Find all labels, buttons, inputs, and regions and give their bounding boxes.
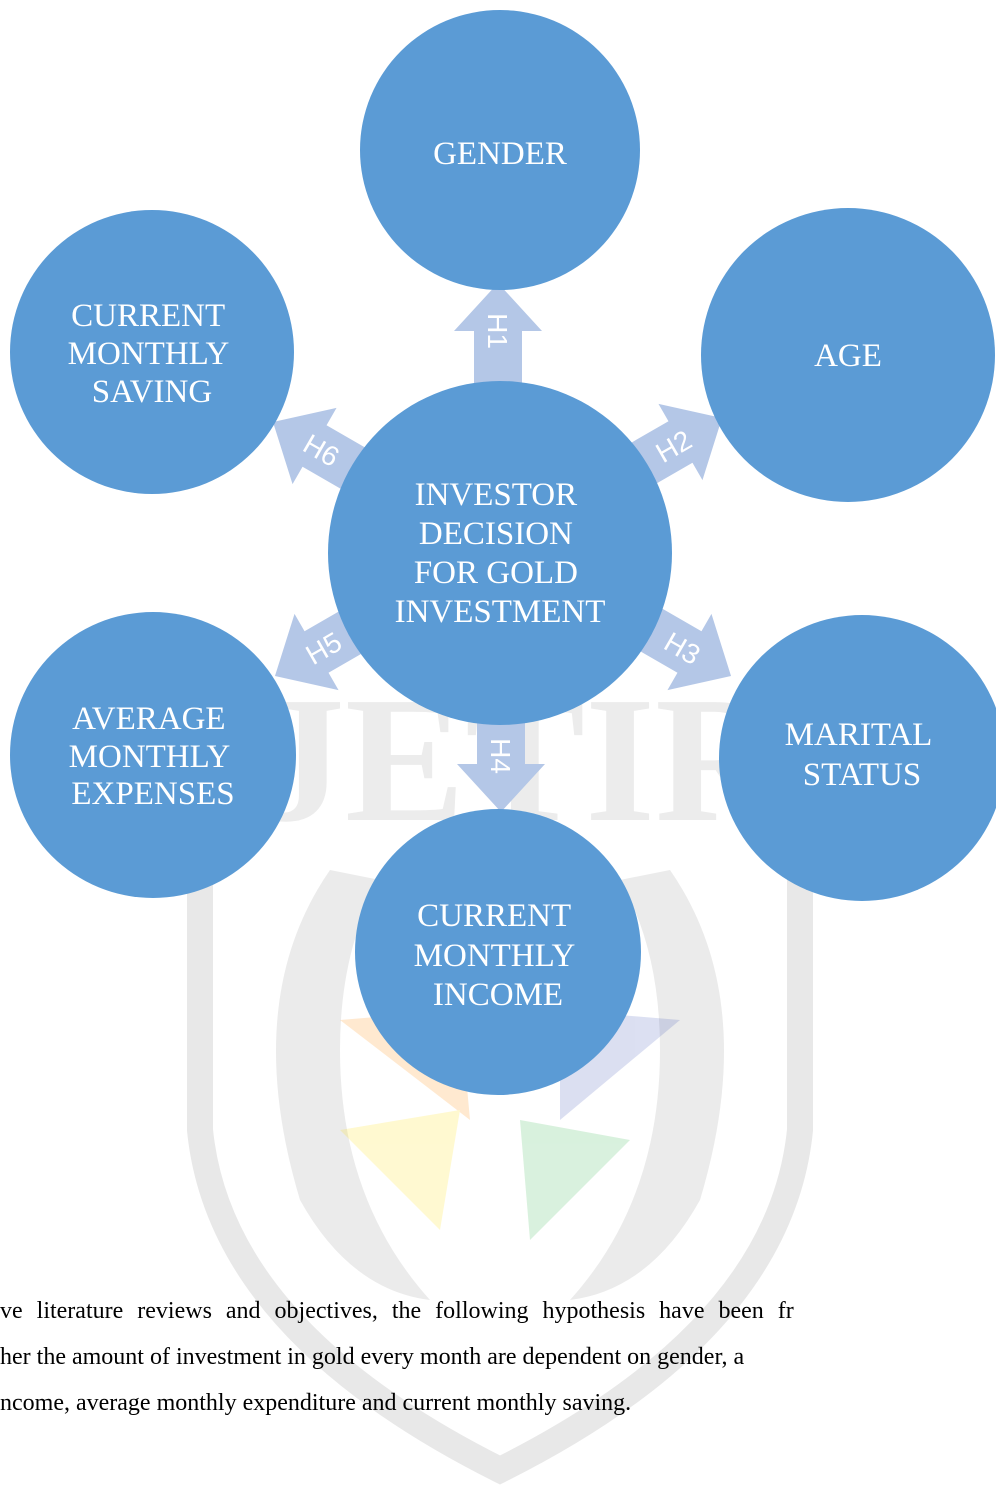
node-expenses-line-2: MONTHLY [69, 739, 230, 775]
node-average-monthly-expenses: AVERAGE MONTHLY EXPENSES [10, 612, 296, 898]
node-age: AGE [701, 208, 995, 502]
watermark-shield-icon [187, 820, 813, 1485]
node-saving-line-2: MONTHLY [68, 336, 229, 372]
center-line-2: DECISION [419, 516, 573, 552]
svg-text:MARITAL STATUS: MARITAL STATUS [785, 717, 940, 793]
center-line-3: FOR GOLD [414, 555, 578, 591]
hypothesis-diagram: H1 H2 H3 H4 H5 H6 GENDER AGE MARITAL ST [10, 10, 996, 1095]
arrow-h4: H4 [457, 712, 545, 812]
center-line-4: INVESTMENT [395, 594, 606, 630]
node-gender-line: GENDER [433, 136, 567, 172]
watermark-laurel-icon [276, 870, 724, 1300]
node-current-monthly-saving: CURRENT MONTHLY SAVING [10, 210, 294, 494]
node-investor-decision: INVESTOR DECISION FOR GOLD INVESTMENT [328, 381, 672, 725]
arrow-label-h4: H4 [485, 738, 516, 774]
node-gender: GENDER [360, 10, 640, 290]
node-age-line: AGE [814, 338, 882, 374]
node-saving-line-1: CURRENT [71, 298, 225, 334]
paragraph-line-3: ncome, average monthly expenditure and c… [0, 1390, 632, 1416]
node-income-line-3: INCOME [433, 977, 563, 1013]
arrow-h6: H6 [272, 407, 372, 493]
paragraph-line-2: her the amount of investment in gold eve… [0, 1344, 745, 1370]
node-marital-status: MARITAL STATUS [719, 615, 996, 901]
svg-text:INVESTOR DECISION: INVESTOR DECISION FOR GOLD INVESTMENT [395, 477, 606, 630]
node-expenses-line-3: EXPENSES [71, 776, 234, 812]
svg-text:CURRENT MONTHLY SA: CURRENT MONTHLY SAVING [68, 298, 237, 410]
svg-text:AVERAGE MONTHLY EX: AVERAGE MONTHLY EXPENSES [69, 701, 238, 812]
center-line-1: INVESTOR [415, 477, 578, 513]
arrow-h1: H1 [454, 283, 542, 383]
node-marital-line-1: MARITAL [785, 717, 932, 753]
svg-text:CURRENT MONTHLY IN: CURRENT MONTHLY INCOME [414, 898, 583, 1013]
node-saving-line-3: SAVING [92, 374, 212, 410]
arrow-label-h1: H1 [482, 313, 513, 349]
node-income-line-1: CURRENT [417, 898, 571, 934]
svg-text:AGE: AGE [814, 338, 882, 374]
paragraph-line-1: ve literature reviews and objectives, th… [0, 1298, 794, 1324]
arrow-h3: H3 [632, 605, 732, 691]
node-current-monthly-income: CURRENT MONTHLY INCOME [355, 809, 641, 1095]
node-marital-line-2: STATUS [803, 757, 921, 793]
node-expenses-line-1: AVERAGE [72, 701, 225, 737]
node-income-line-2: MONTHLY [414, 938, 575, 974]
svg-text:GENDER: GENDER [433, 136, 567, 172]
